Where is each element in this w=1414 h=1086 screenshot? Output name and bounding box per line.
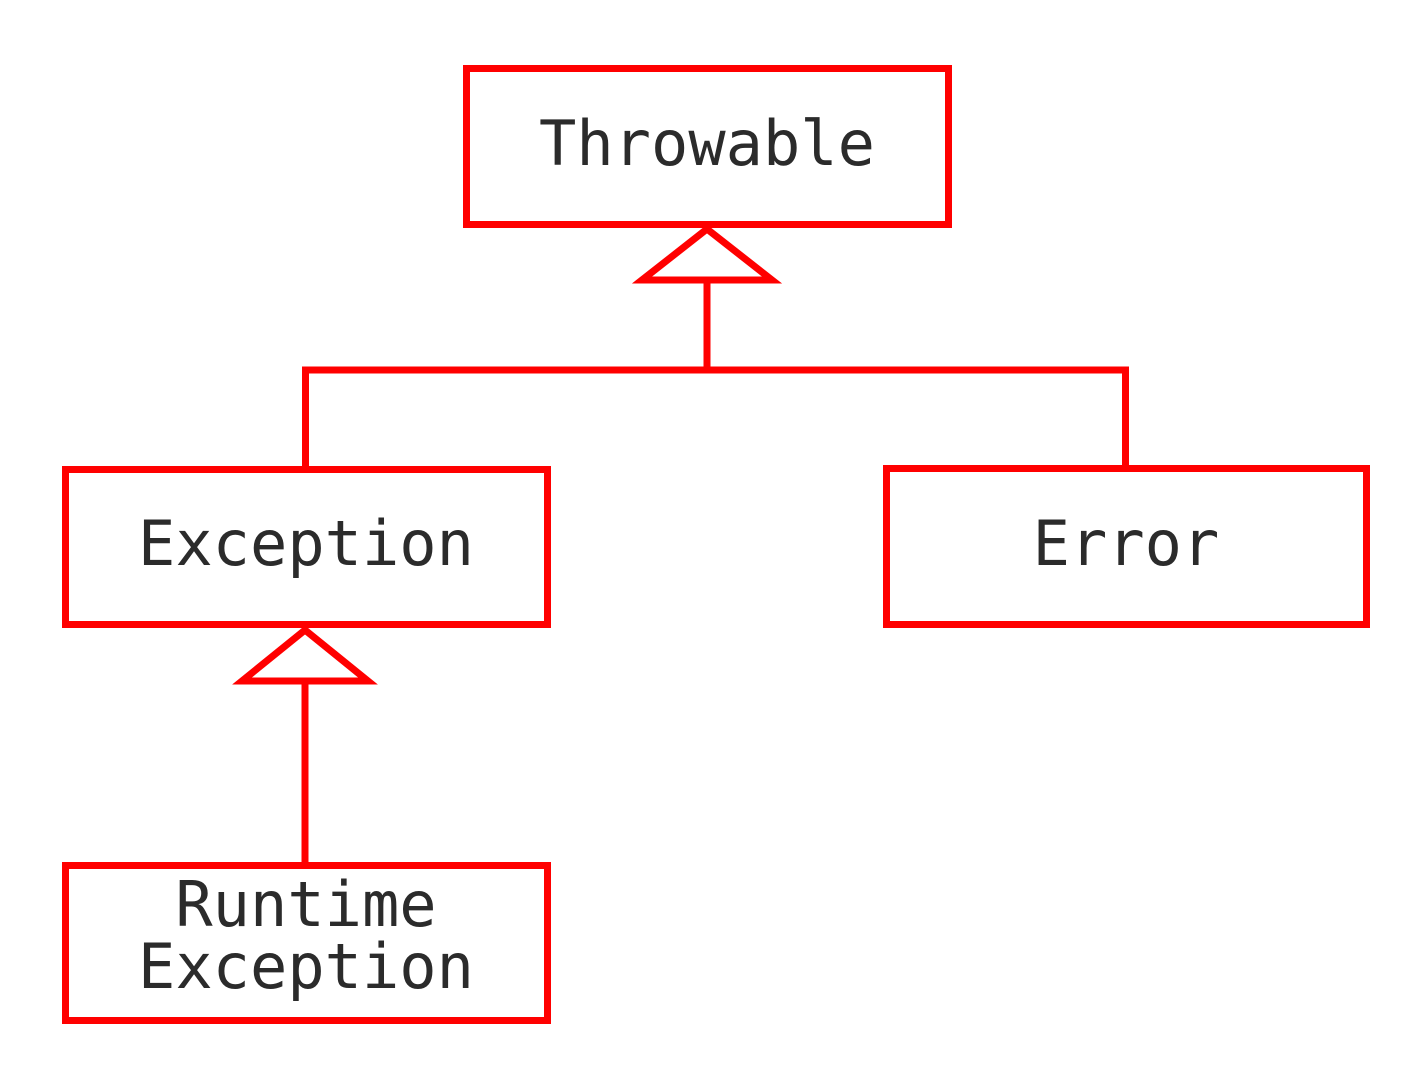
throwable-label: Throwable bbox=[539, 107, 875, 180]
class-node-runtime-exception[interactable]: Runtime Exception bbox=[62, 862, 551, 1024]
error-label: Error bbox=[1033, 507, 1220, 580]
class-node-exception[interactable]: Exception bbox=[62, 466, 551, 628]
generalization-arrowhead-exception bbox=[232, 625, 378, 685]
throwable-box[interactable] bbox=[463, 65, 952, 228]
generalization-arrowhead-throwable bbox=[631, 224, 783, 284]
runtime-exception-label-line1: Runtime bbox=[175, 868, 436, 941]
exception-label: Exception bbox=[138, 507, 474, 580]
class-node-error[interactable]: Error bbox=[883, 465, 1370, 628]
runtime-exception-label-line2: Exception bbox=[138, 930, 474, 1003]
exception-box[interactable] bbox=[62, 466, 551, 628]
error-box[interactable] bbox=[883, 465, 1370, 628]
class-node-throwable[interactable]: Throwable bbox=[463, 65, 952, 228]
runtime-exception-box[interactable] bbox=[62, 862, 551, 1024]
